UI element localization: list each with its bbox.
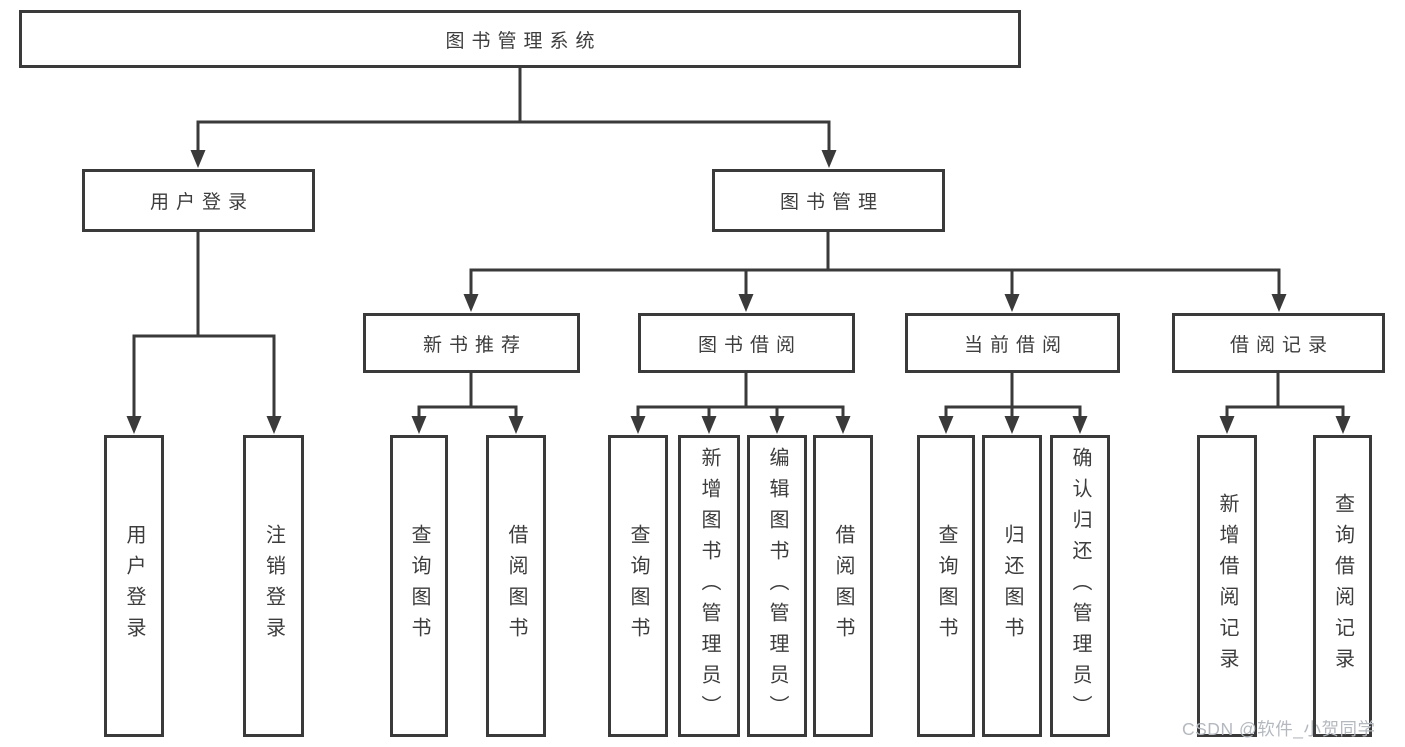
arrowhead-icon [1004,416,1020,434]
leaf-user-login-label: 用户登录 [123,524,145,648]
leaf-query-books-current-label: 查询图书 [935,524,957,648]
arrowhead-icon [190,150,206,168]
leaf-query-books-borrow: 查询图书 [608,435,668,737]
node-book-management-label: 图书管理 [779,192,884,213]
leaf-borrow-books-borrow: 借阅图书 [813,435,873,737]
leaf-confirm-return-admin: 确认归还（管理员） [1050,435,1110,737]
leaf-query-books-borrow-label: 查询图书 [627,524,649,648]
arrowhead-icon [126,416,142,434]
arrowhead-icon [701,416,717,434]
leaf-add-book-admin: 新增图书（管理员） [678,435,740,737]
leaf-add-borrow-record: 新增借阅记录 [1197,435,1257,737]
node-library-system-label: 图书管理系统 [445,30,602,52]
leaf-logout-label: 注销登录 [262,524,285,648]
leaf-borrow-books-recommend: 借阅图书 [486,435,546,737]
arrowhead-icon [835,416,851,434]
leaf-query-books-recommend: 查询图书 [390,435,448,737]
arrowhead-icon [1004,294,1020,312]
arrowhead-icon [463,294,479,312]
arrowhead-icon [1271,294,1287,312]
node-borrowing-records-label: 借阅记录 [1229,334,1334,356]
node-new-book-recommendation-label: 新书推荐 [422,334,527,356]
arrowhead-icon [411,416,427,434]
arrowhead-icon [769,416,785,434]
arrowhead-icon [821,150,837,168]
arrowhead-icon [508,416,524,434]
leaf-borrow-books-borrow-label: 借阅图书 [832,524,854,648]
leaf-confirm-return-admin-label: 确认归还（管理员） [1069,446,1091,726]
watermark: CSDN @软件_小贺同学 [1182,719,1376,739]
node-new-book-recommendation: 新书推荐 [363,313,580,373]
node-borrowing-records: 借阅记录 [1172,313,1385,373]
leaf-query-books-current: 查询图书 [917,435,975,737]
leaf-user-login: 用户登录 [104,435,164,737]
arrowhead-icon [1072,416,1088,434]
node-book-borrowing: 图书借阅 [638,313,855,373]
leaf-edit-book-admin: 编辑图书（管理员） [747,435,807,737]
arrowhead-icon [938,416,954,434]
leaf-query-borrow-record-label: 查询借阅记录 [1331,493,1354,679]
arrowhead-icon [266,416,282,434]
node-book-management: 图书管理 [712,169,945,232]
node-library-system: 图书管理系统 [19,10,1021,68]
node-book-borrowing-label: 图书借阅 [697,334,802,356]
arrowhead-icon [738,294,754,312]
leaf-logout: 注销登录 [243,435,304,737]
leaf-borrow-books-recommend-label: 借阅图书 [505,524,527,648]
arrowhead-icon [630,416,646,434]
leaf-edit-book-admin-label: 编辑图书（管理员） [766,446,788,726]
node-current-borrowing: 当前借阅 [905,313,1120,373]
leaf-return-book: 归还图书 [982,435,1042,737]
leaf-add-book-admin-label: 新增图书（管理员） [698,446,720,726]
arrowhead-icon [1219,416,1235,434]
leaf-return-book-label: 归还图书 [1001,524,1023,648]
leaf-add-borrow-record-label: 新增借阅记录 [1216,493,1238,679]
node-current-borrowing-label: 当前借阅 [963,334,1068,356]
leaf-query-borrow-record: 查询借阅记录 [1313,435,1372,737]
node-user-login-label: 用户登录 [149,192,254,213]
arrowhead-icon [1335,416,1351,434]
leaf-query-books-recommend-label: 查询图书 [408,524,430,648]
node-user-login: 用户登录 [82,169,315,232]
